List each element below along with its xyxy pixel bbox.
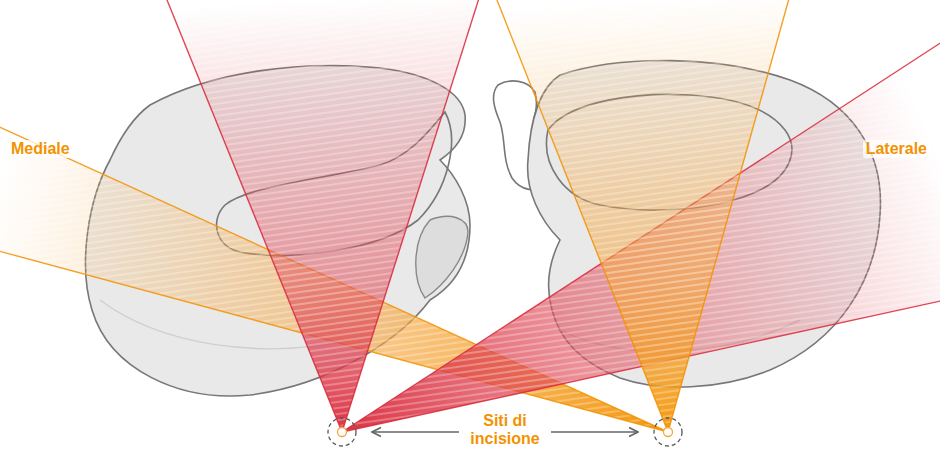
vertical-fan-orange xyxy=(495,0,790,432)
direction-label: Laterale xyxy=(863,140,930,158)
incision-site-right xyxy=(654,418,682,446)
direction-label: Mediale xyxy=(8,140,73,158)
vertical-fan-red xyxy=(165,0,480,432)
trajectory-fans xyxy=(0,0,940,432)
site-label: Siti di incisione xyxy=(459,412,551,449)
incision-site-left xyxy=(328,418,356,446)
